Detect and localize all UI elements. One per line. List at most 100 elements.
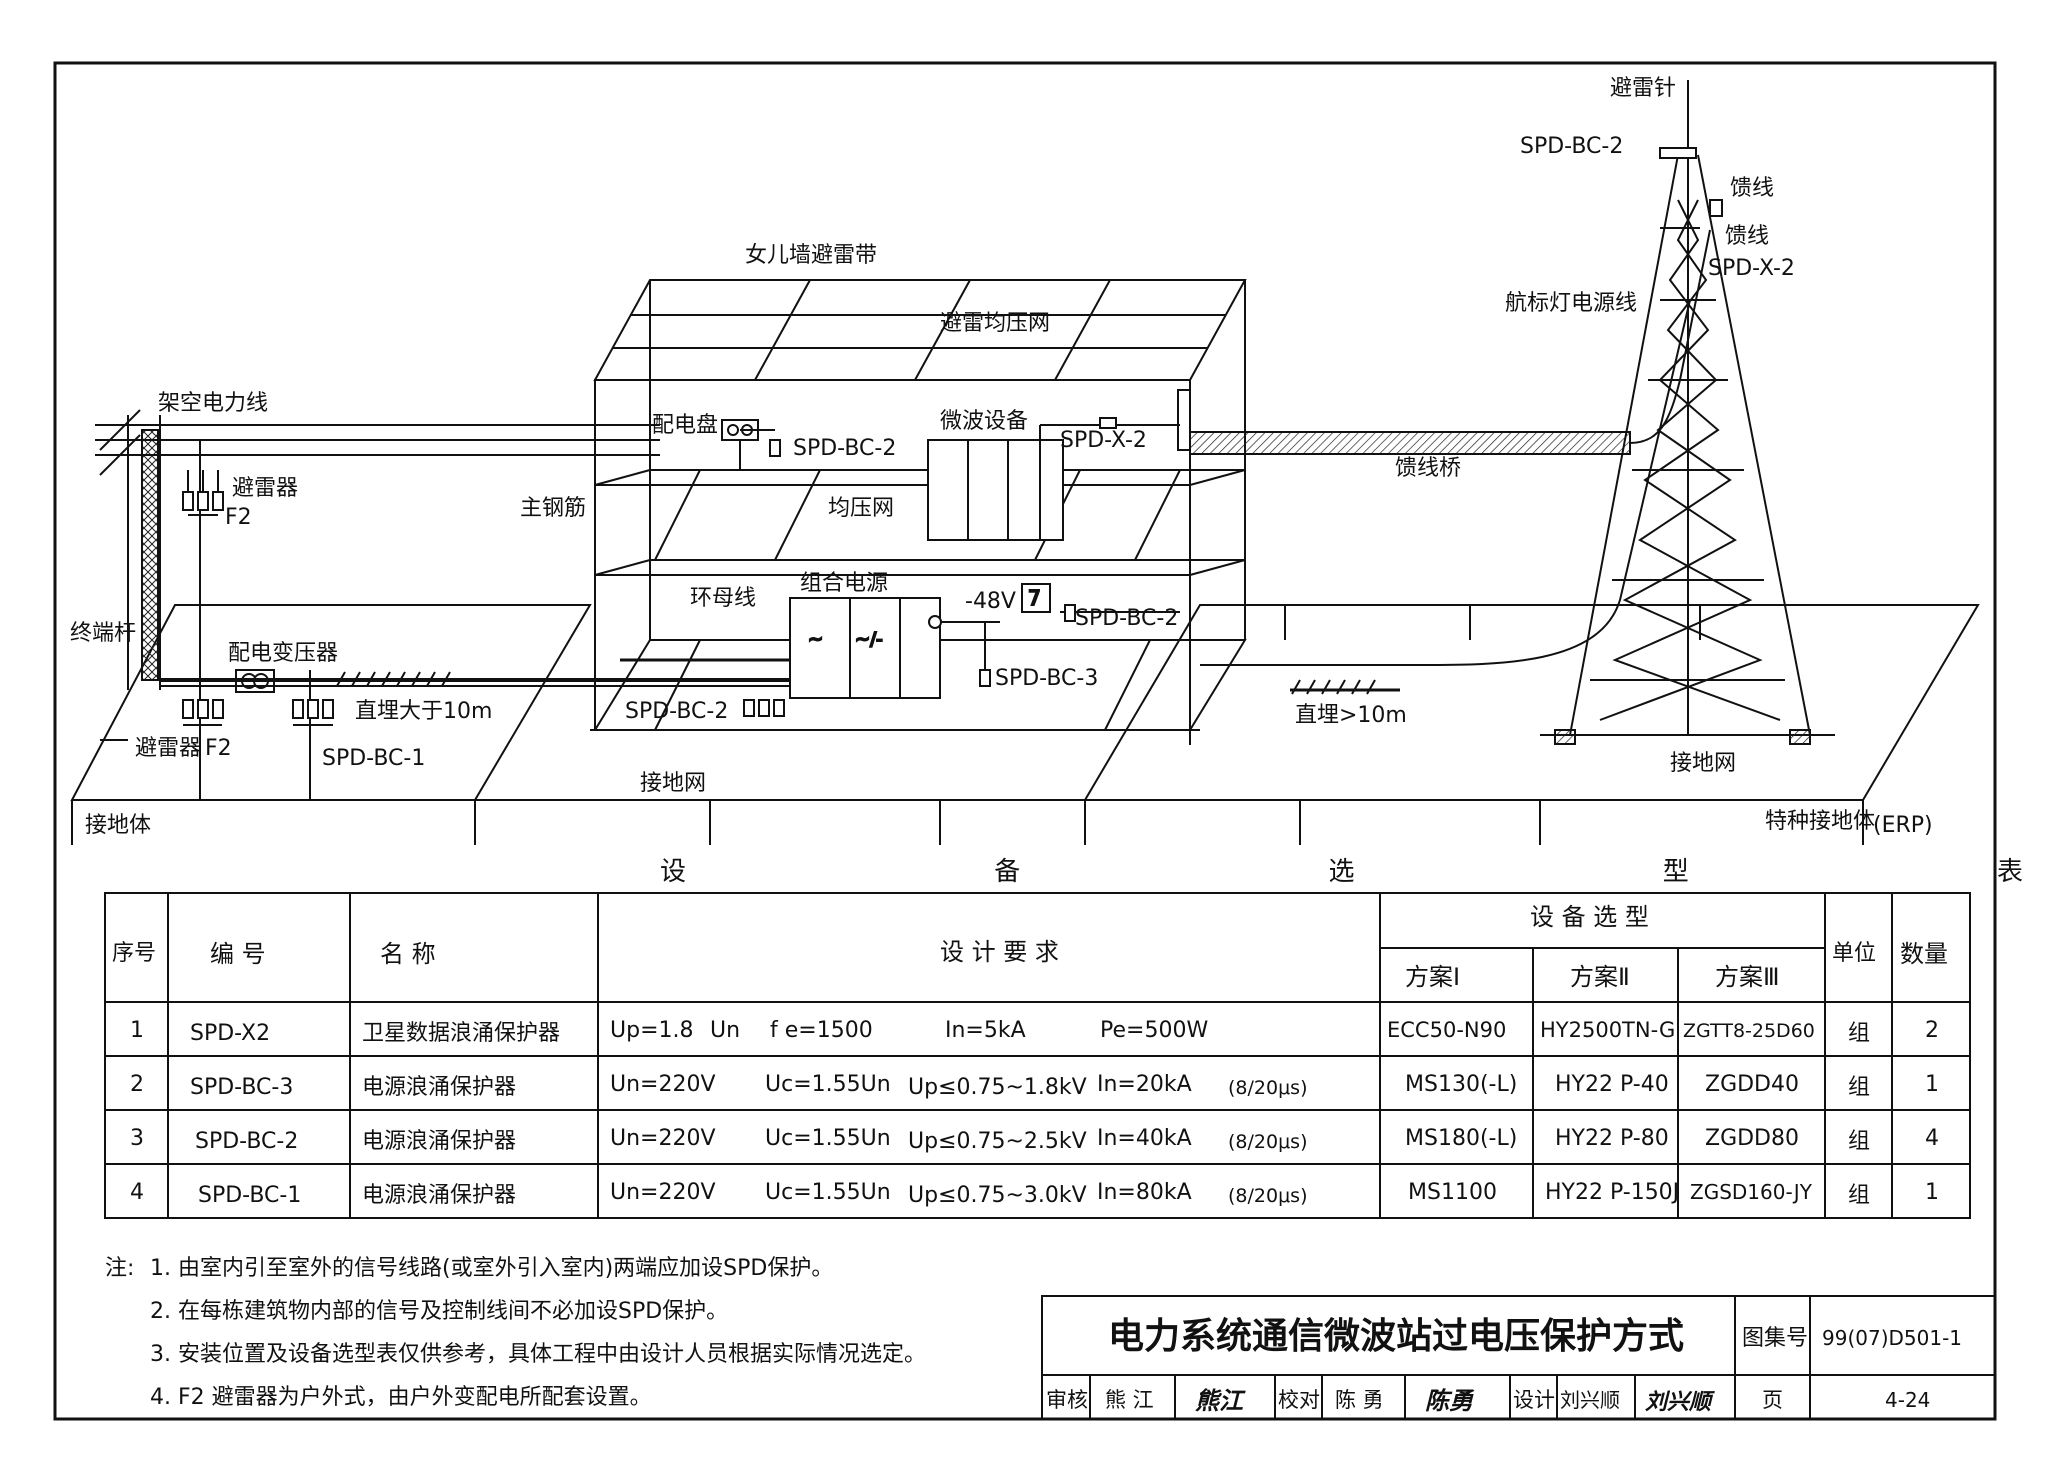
title-block: 电力系统通信微波站过电压保护方式 图集号 99(07)D501-1 审核 熊 江… — [1046, 1316, 1962, 1415]
th-seq: 序号 — [112, 941, 156, 966]
cell-unit: 组 — [1848, 1183, 1870, 1208]
cell-seq: 1 — [130, 1018, 144, 1043]
cell-req-1: Un=220V — [610, 1126, 716, 1151]
cell-plan1: MS180(-L) — [1405, 1126, 1517, 1151]
cell-qty: 2 — [1925, 1018, 1939, 1043]
table-body: 1 SPD-X2 卫星数据浪涌保护器 Up=1.8 Un f e=1500 In… — [130, 1018, 1939, 1208]
label-dc48v: -48V — [965, 589, 1016, 614]
cell-seq: 2 — [130, 1072, 144, 1097]
label-ring-bus: 环母线 — [690, 586, 756, 611]
check-label: 校对 — [1278, 1388, 1320, 1412]
table-header: 序号 编 号 名 称 设 计 要 求 设 备 选 型 方案Ⅰ 方案Ⅱ 方案Ⅲ 单… — [112, 903, 1948, 991]
label-dist-panel: 配电盘 — [652, 413, 718, 438]
cell-req-3: Up≤0.75~2.5kV — [908, 1129, 1087, 1154]
th-qty: 数量 — [1900, 940, 1948, 968]
label-arrester-bottom: 避雷器 — [135, 736, 201, 761]
label-erp: (ERP) — [1873, 813, 1933, 838]
cell-req-4: In=80kA — [1097, 1180, 1192, 1205]
title-block-grid — [1041, 1295, 1996, 1420]
cell-name: 电源浪涌保护器 — [362, 1075, 516, 1100]
checker-signature: 陈勇 — [1425, 1387, 1475, 1415]
cell-req-4: In=20kA — [1097, 1072, 1192, 1097]
review-label: 审核 — [1046, 1388, 1088, 1412]
label-ground-net-left: 接地网 — [640, 771, 706, 796]
cell-seq: 4 — [130, 1180, 144, 1205]
label-spd-x2-room: SPD-X-2 — [1060, 428, 1147, 453]
sheet-border — [53, 61, 1997, 1421]
cell-qty: 1 — [1925, 1180, 1939, 1205]
cell-req-6: (8/20μs) — [1228, 1185, 1307, 1207]
page-number: 4-24 — [1885, 1388, 1930, 1412]
cell-plan3: ZGDD80 — [1705, 1126, 1799, 1151]
drawing-title: 电力系统通信微波站过电压保护方式 — [1108, 1316, 1684, 1357]
cell-name: 电源浪涌保护器 — [362, 1129, 516, 1154]
label-spd-bc1: SPD-BC-1 — [322, 746, 425, 771]
label-special-ground: 特种接地体 — [1765, 809, 1875, 834]
cell-req-3: f e=1500 — [770, 1018, 873, 1043]
cell-req-2: Uc=1.55Un — [765, 1180, 891, 1205]
arrester-group-top — [182, 470, 224, 516]
terminal-pole — [95, 409, 660, 800]
th-plan2: 方案Ⅱ — [1570, 963, 1630, 991]
cell-req-1: Un=220V — [610, 1072, 716, 1097]
label-ground-body: 接地体 — [85, 813, 151, 838]
table-row: 2 SPD-BC-3 电源浪涌保护器 Un=220V Uc=1.55Un Up≤… — [130, 1072, 1939, 1100]
label-feeder-a: 馈线 — [1730, 176, 1774, 201]
reviewer-signature: 熊江 — [1195, 1387, 1246, 1415]
cell-qty: 4 — [1925, 1126, 1939, 1151]
cell-unit: 组 — [1848, 1021, 1870, 1046]
cell-plan2: HY2500TN-G — [1540, 1018, 1675, 1042]
note-4: 4. F2 避雷器为户外式，由户外变配电所配套设置。 — [150, 1385, 652, 1410]
diagram-labels: 避雷针 SPD-BC-2 馈线 馈线 SPD-X-2 航标灯电源线 女儿墙避雷带… — [70, 76, 1933, 838]
label-overhead-line: 架空电力线 — [158, 391, 268, 416]
label-buried-left: 直埋大于10m — [355, 699, 492, 724]
label-f2-bottom: F2 — [205, 736, 232, 761]
cell-req-2: Uc=1.55Un — [765, 1072, 891, 1097]
cell-req-1: Up=1.8 — [610, 1018, 694, 1043]
label-equipotential-grid: 均压网 — [828, 496, 894, 521]
label-spd-bc2-panel: SPD-BC-2 — [793, 436, 896, 461]
buried-cable-right — [1290, 679, 1400, 695]
note-3: 3. 安装位置及设备选型表仅供参考，具体工程中由设计人员根据实际情况选定。 — [150, 1342, 926, 1367]
cell-seq: 3 — [130, 1126, 144, 1151]
label-buried-right: 直埋>10m — [1295, 703, 1407, 728]
microwave-equipment-box — [927, 417, 1180, 541]
label-main-rebar: 主钢筋 — [520, 496, 586, 521]
note-1: 1. 由室内引至室外的信号线路(或室外引入室内)两端应加设SPD保护。 — [150, 1256, 833, 1281]
cell-req-3: Up≤0.75~1.8kV — [908, 1075, 1087, 1100]
label-tower-spd-top: SPD-BC-2 — [1520, 134, 1623, 159]
th-unit: 单位 — [1832, 941, 1876, 966]
cell-plan3: ZGSD160-JY — [1690, 1180, 1813, 1204]
cell-code: SPD-BC-1 — [198, 1183, 301, 1208]
label-spd-bc2-bottom: SPD-BC-2 — [625, 699, 728, 724]
label-f2-top: F2 — [225, 505, 252, 530]
cell-code: SPD-BC-3 — [190, 1075, 293, 1100]
cell-req-3: Up≤0.75~3.0kV — [908, 1183, 1087, 1208]
cell-plan2: HY22 P-150J — [1545, 1180, 1679, 1205]
reviewer-name: 熊 江 — [1105, 1388, 1154, 1412]
table-title: 设 备 选 型 表 — [660, 857, 2048, 887]
label-combined-power: 组合电源 — [800, 571, 888, 596]
cell-code: SPD-BC-2 — [195, 1129, 298, 1154]
label-spd-bc3: SPD-BC-3 — [995, 666, 1098, 691]
designer-signature: 刘兴顺 — [1645, 1390, 1715, 1415]
cell-plan3: ZGDD40 — [1705, 1072, 1799, 1097]
cell-req-1: Un=220V — [610, 1180, 716, 1205]
cell-code: SPD-X2 — [190, 1021, 270, 1046]
cell-req-2: Uc=1.55Un — [765, 1126, 891, 1151]
equipment-table-grid — [104, 892, 1971, 1219]
designer-name: 刘兴顺 — [1560, 1388, 1620, 1412]
arrester-group-bottom — [182, 699, 224, 726]
cell-req-5: Pe=500W — [1100, 1018, 1208, 1043]
checker-name: 陈 勇 — [1335, 1388, 1384, 1412]
cell-plan1: MS130(-L) — [1405, 1072, 1517, 1097]
label-feeder-bridge: 馈线桥 — [1395, 456, 1461, 481]
atlas-label: 图集号 — [1742, 1326, 1808, 1351]
cell-unit: 组 — [1848, 1129, 1870, 1154]
cell-unit: 组 — [1848, 1075, 1870, 1100]
design-label: 设计 — [1513, 1388, 1555, 1412]
feeder-bridge — [1189, 229, 1711, 667]
cell-plan3: ZGTT8-25D60 — [1683, 1020, 1815, 1042]
cell-req-6: (8/20μs) — [1228, 1131, 1307, 1153]
